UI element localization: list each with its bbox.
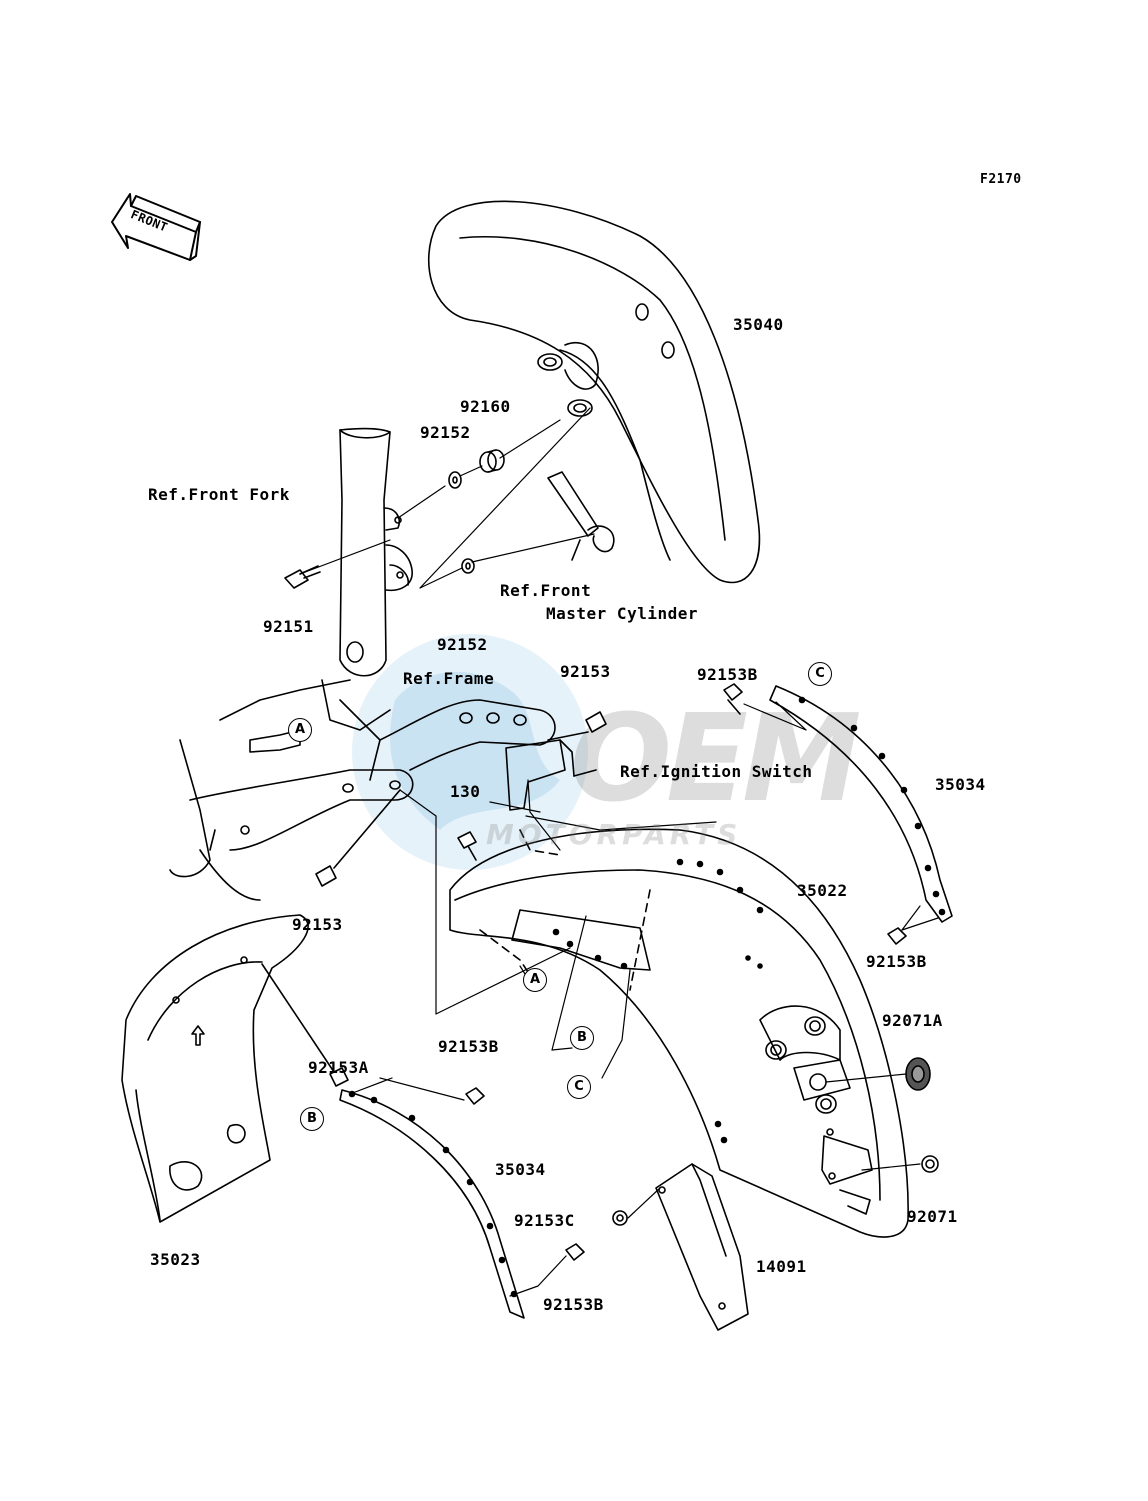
label-130: 130 — [450, 782, 481, 801]
bracket-14091 — [655, 1163, 749, 1331]
label-92153B-right: 92153B — [866, 952, 927, 971]
watermark-tagline: MOTORPARTS — [486, 818, 742, 851]
label-92153-left: 92153 — [292, 915, 343, 934]
trim-35034-left — [339, 1089, 525, 1319]
label-92151: 92151 — [263, 617, 314, 636]
washer-92152-bottom-icon — [461, 558, 475, 574]
assembly-lines-right — [743, 701, 939, 931]
bolt-92153A-icon — [261, 963, 349, 1087]
label-92153C: 92153C — [514, 1211, 575, 1230]
brake-hose-bracket — [547, 471, 615, 561]
inner-fender-35023 — [121, 914, 309, 1223]
label-14091: 14091 — [756, 1257, 807, 1276]
nut-92153B-top-icon — [723, 683, 743, 715]
bolt-92153-left-icon — [315, 789, 401, 887]
rear-fender-35022 — [449, 828, 909, 1238]
label-92152-bottom: 92152 — [437, 635, 488, 654]
label-92153-top: 92153 — [560, 662, 611, 681]
label-92153B-mid: 92153B — [438, 1037, 499, 1056]
bolt-92153-top-icon — [547, 711, 607, 741]
label-92160: 92160 — [460, 397, 511, 416]
assembly-lines-grommets — [825, 1073, 921, 1171]
label-92071: 92071 — [907, 1207, 958, 1226]
grommet-92071-icon — [921, 1155, 939, 1173]
label-92071A: 92071A — [882, 1011, 943, 1030]
label-35022: 35022 — [797, 881, 848, 900]
nut-92153B-right-icon — [887, 927, 907, 945]
label-ref-frame: Ref.Frame — [403, 669, 495, 688]
bolt-130-icon — [457, 831, 477, 861]
label-92153B-top: 92153B — [697, 665, 758, 684]
label-35034-right: 35034 — [935, 775, 986, 794]
figure-code: F2170 — [980, 172, 1022, 187]
trim-35034-right — [769, 685, 953, 923]
label-92153A: 92153A — [308, 1058, 369, 1077]
marker-a-left: A — [288, 718, 312, 742]
marker-c-top: C — [808, 662, 832, 686]
marker-b-left: B — [300, 1107, 324, 1131]
svg-text:OEM: OEM — [570, 690, 859, 829]
label-ref-ignition-switch: Ref.Ignition Switch — [620, 762, 813, 781]
bolt-92151-icon — [284, 565, 321, 589]
label-35040: 35040 — [733, 315, 784, 334]
frame — [169, 679, 556, 901]
marker-a-mid: A — [523, 968, 547, 992]
label-92152-top: 92152 — [420, 423, 471, 442]
label-92153B-bottom: 92153B — [543, 1295, 604, 1314]
nut-92153B-bottom-icon — [565, 1243, 585, 1261]
washer-92152-top-icon — [448, 471, 462, 489]
nut-92153B-mid-icon — [465, 1087, 485, 1105]
label-ref-front-fork: Ref.Front Fork — [148, 485, 290, 504]
marker-b-right: B — [570, 1026, 594, 1050]
label-35034-left: 35034 — [495, 1160, 546, 1179]
watermark-logo: OEM — [352, 634, 865, 870]
front-fender-35040 — [428, 200, 761, 584]
label-ref-front-master-cylinder-2: Master Cylinder — [546, 604, 698, 623]
grommet-92160-icon — [479, 449, 505, 473]
front-direction-arrow-icon — [111, 193, 201, 261]
front-fork — [339, 427, 413, 677]
assembly-lines-upper — [299, 407, 595, 589]
grommet-92071A-icon — [905, 1057, 931, 1091]
label-ref-front-master-cylinder-1: Ref.Front — [500, 581, 592, 600]
assembly-lines-lower — [349, 779, 717, 1297]
label-35023: 35023 — [150, 1250, 201, 1269]
nut-92153C-icon — [612, 1210, 628, 1226]
marker-c-mid: C — [567, 1075, 591, 1099]
